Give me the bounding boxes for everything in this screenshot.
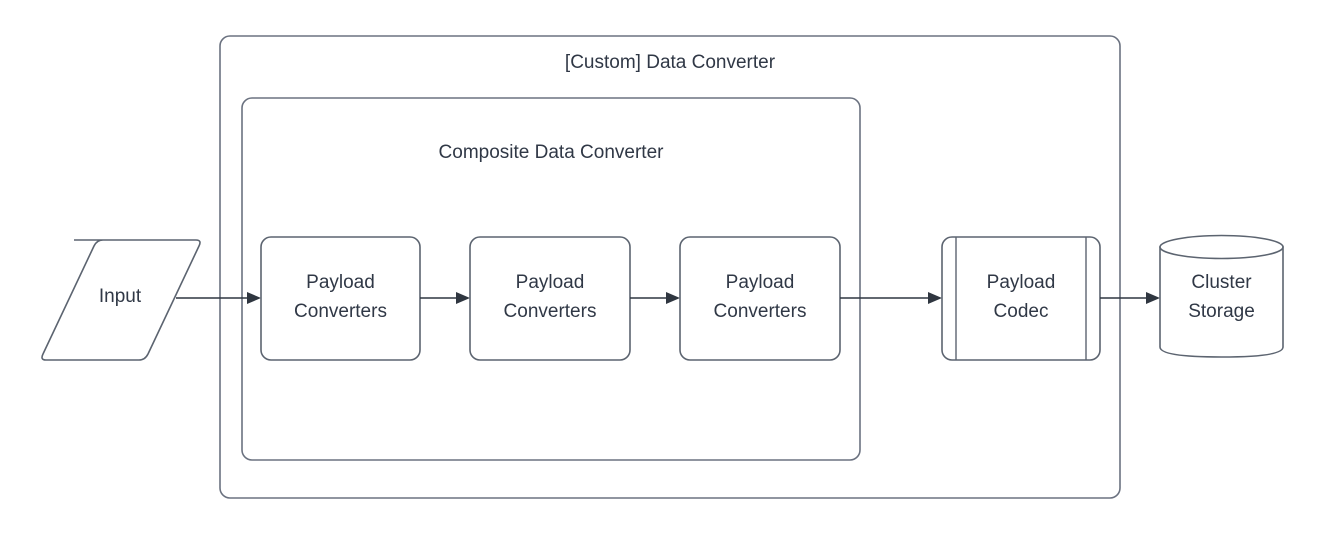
payload-converters-2-label-line1: Payload bbox=[516, 272, 585, 293]
edge-converters-2-to-converters-3 bbox=[630, 292, 680, 304]
node-payload-converters-3[interactable]: Payload Converters bbox=[679, 236, 841, 361]
arrow-head-icon bbox=[456, 292, 470, 304]
edge-input-to-converters-1 bbox=[176, 292, 261, 304]
payload-converters-2-box[interactable] bbox=[469, 236, 631, 361]
node-payload-codec[interactable]: Payload Codec bbox=[941, 236, 1101, 361]
input-label: Input bbox=[99, 286, 142, 307]
custom-data-converter-label: [Custom] Data Converter bbox=[565, 52, 776, 73]
payload-converters-1-box[interactable] bbox=[260, 236, 421, 361]
payload-converters-3-box[interactable] bbox=[679, 236, 841, 361]
node-cluster-storage[interactable]: Cluster Storage bbox=[1159, 234, 1284, 358]
payload-codec-label-line2: Codec bbox=[994, 301, 1049, 322]
payload-converters-3-label-line2: Converters bbox=[714, 301, 807, 322]
payload-codec-label-line1: Payload bbox=[987, 272, 1056, 293]
payload-converters-2-label-line2: Converters bbox=[504, 301, 597, 322]
payload-converters-1-label-line1: Payload bbox=[306, 272, 375, 293]
node-input[interactable]: Input bbox=[41, 239, 201, 361]
payload-codec-box[interactable] bbox=[941, 236, 1101, 361]
edge-converters-1-to-converters-2 bbox=[420, 292, 470, 304]
edge-converters-3-to-payload-codec bbox=[840, 292, 942, 304]
arrow-head-icon bbox=[666, 292, 680, 304]
arrow-head-icon bbox=[247, 292, 261, 304]
node-payload-converters-2[interactable]: Payload Converters bbox=[469, 236, 631, 361]
composite-data-converter-label: Composite Data Converter bbox=[439, 142, 665, 163]
arrow-head-icon bbox=[1146, 292, 1160, 304]
arrow-head-icon bbox=[928, 292, 942, 304]
payload-converters-3-label-line1: Payload bbox=[726, 272, 795, 293]
edge-payload-codec-to-cluster-storage bbox=[1100, 292, 1160, 304]
cluster-storage-top-ellipse bbox=[1159, 234, 1284, 260]
node-payload-converters-1[interactable]: Payload Converters bbox=[260, 236, 421, 361]
payload-converters-1-label-line2: Converters bbox=[294, 301, 387, 322]
cluster-storage-body[interactable] bbox=[1159, 246, 1284, 358]
cluster-storage-label-line2: Storage bbox=[1188, 301, 1255, 322]
input-parallelogram[interactable] bbox=[41, 239, 201, 361]
cluster-storage-label-line1: Cluster bbox=[1191, 272, 1252, 293]
